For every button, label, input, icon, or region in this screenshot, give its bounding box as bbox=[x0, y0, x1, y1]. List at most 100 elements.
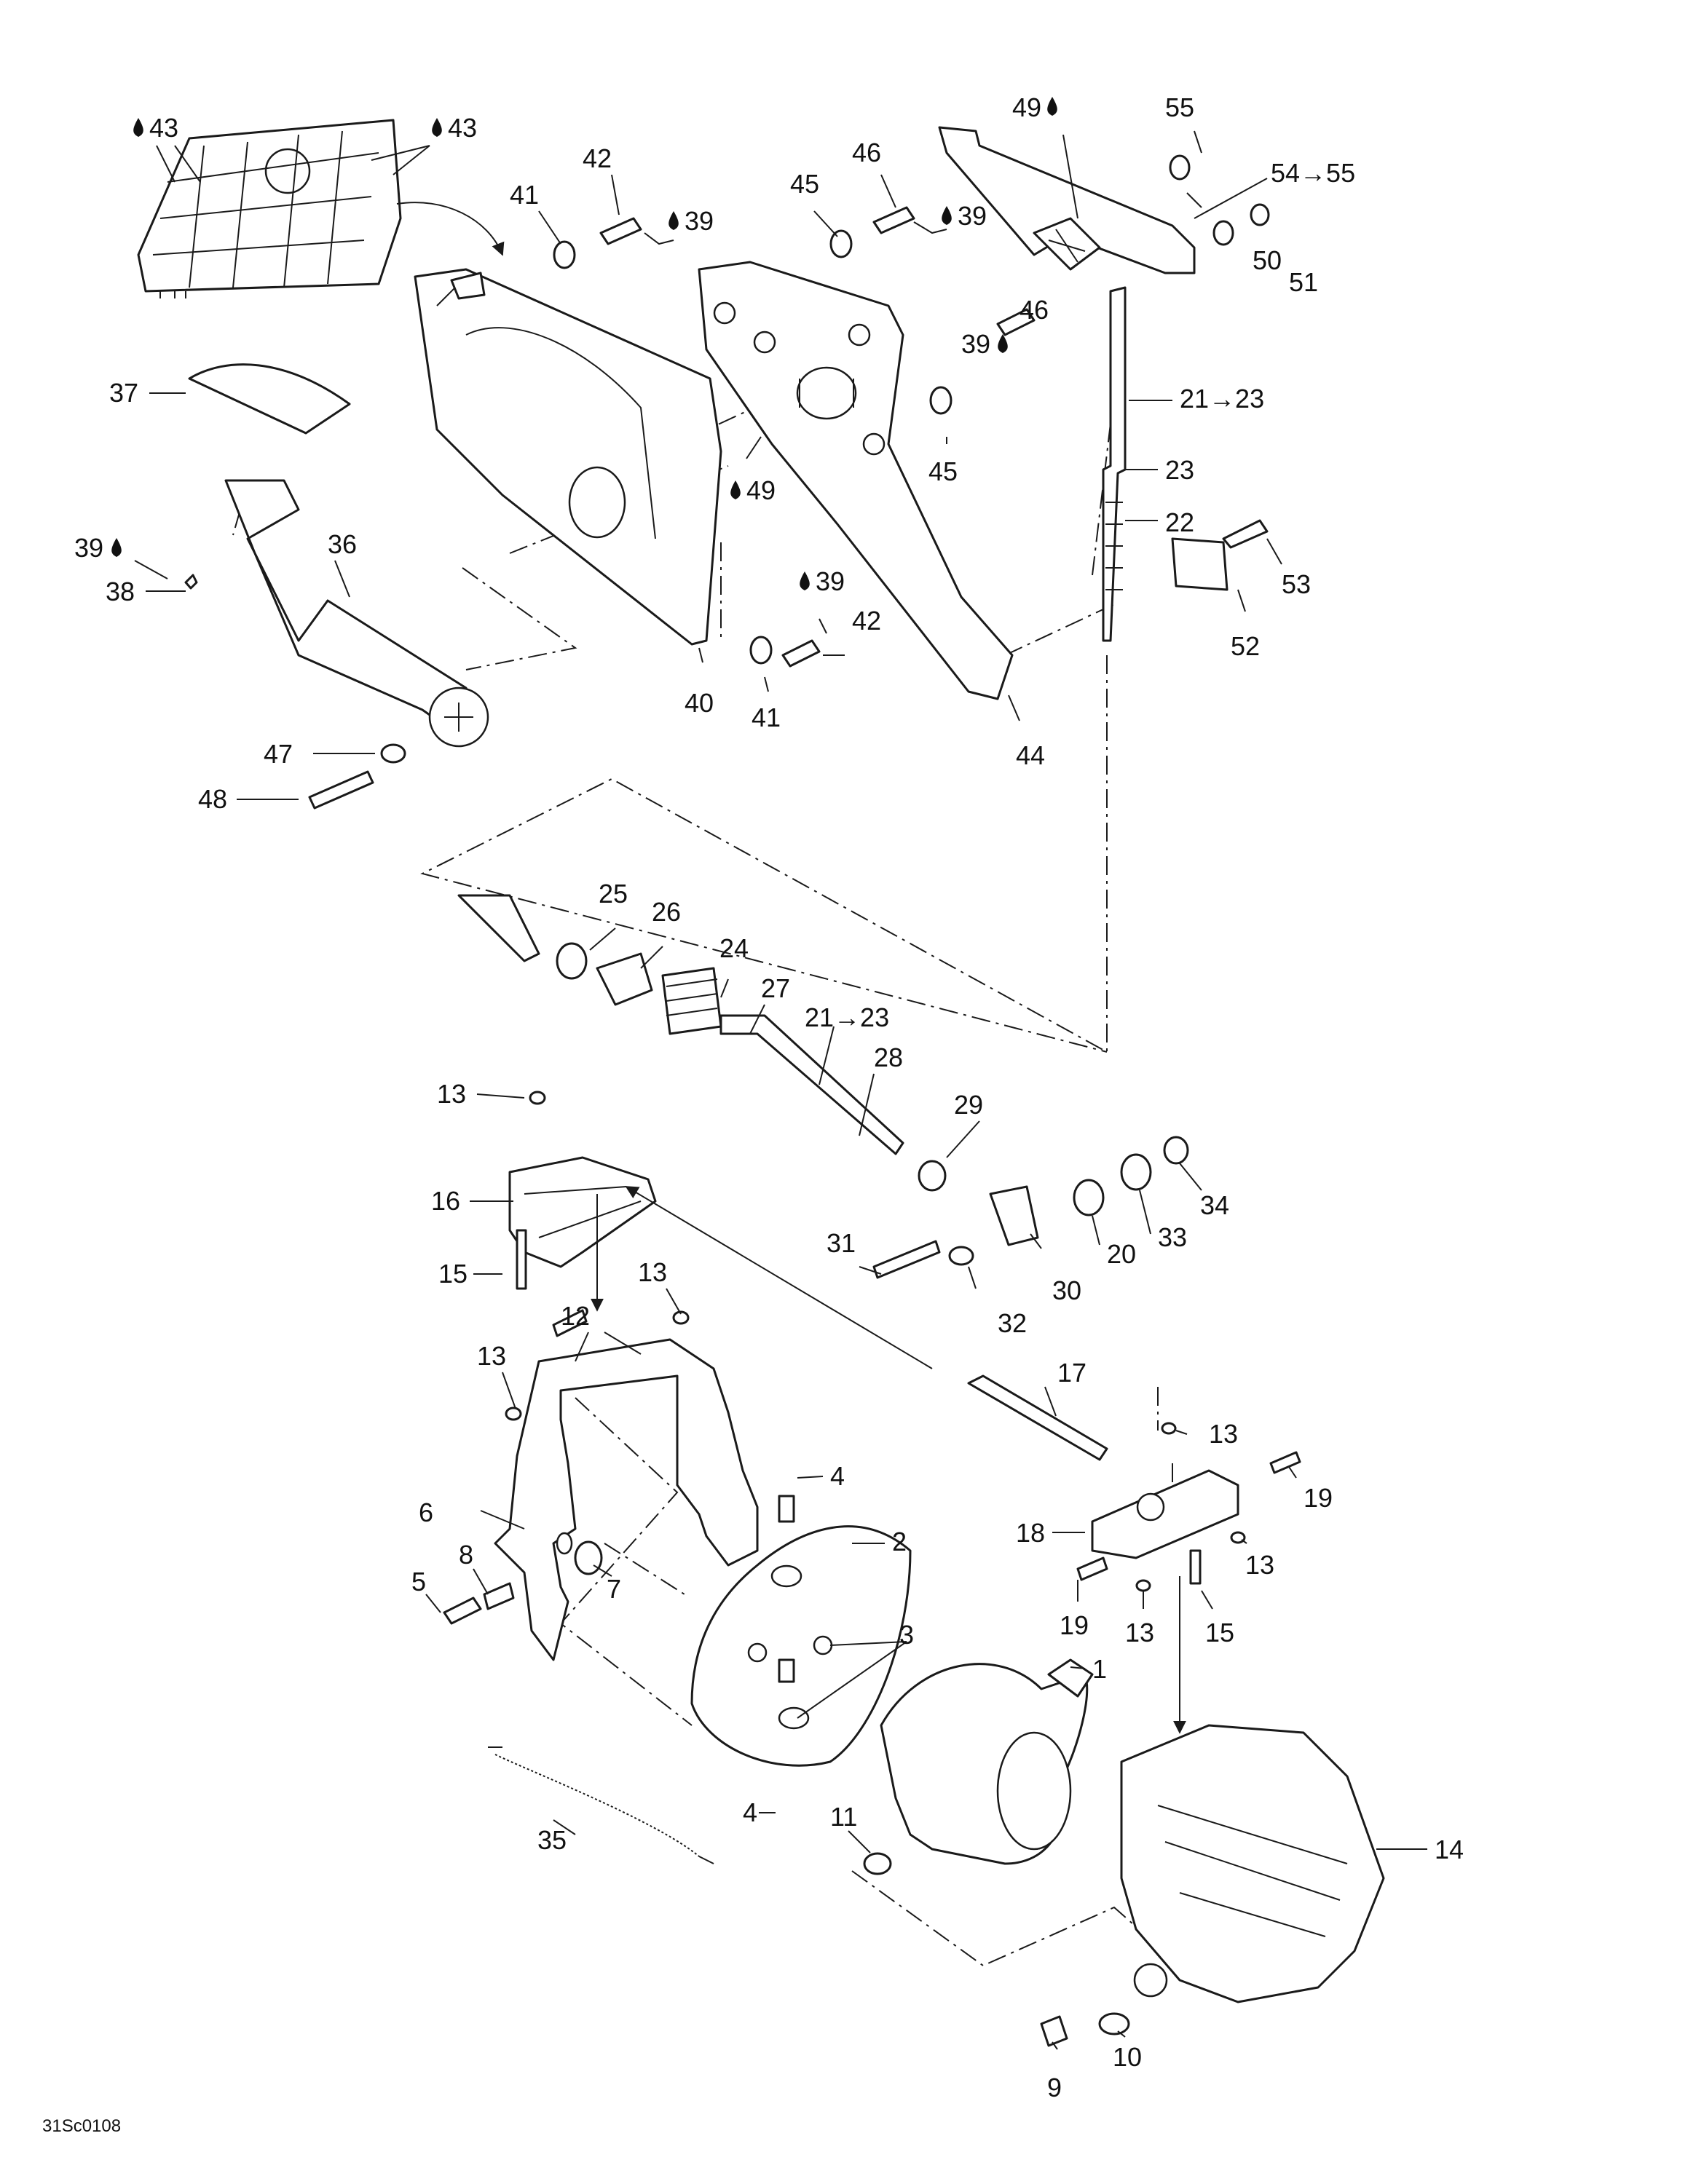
callout-51: 51 bbox=[1289, 267, 1318, 297]
nozzle-part-1 bbox=[880, 1658, 1094, 1865]
callout-46a: 46 bbox=[852, 138, 881, 167]
callout-43a: 43 bbox=[133, 113, 178, 143]
support-plate-part-44 bbox=[698, 261, 1014, 700]
callout-43b: 43 bbox=[432, 113, 477, 143]
callout-4a: 4 bbox=[830, 1461, 845, 1491]
callout-21-23b: 21→23 bbox=[805, 1002, 889, 1032]
callout-38: 38 bbox=[106, 577, 135, 606]
svg-text:39: 39 bbox=[685, 206, 714, 236]
callout-21-23a: 21→23 bbox=[1180, 384, 1264, 414]
callout-13c: 13 bbox=[477, 1341, 506, 1371]
callout-53: 53 bbox=[1282, 569, 1311, 599]
callout-27: 27 bbox=[761, 973, 790, 1003]
callout-13f: 13 bbox=[1125, 1618, 1154, 1647]
callout-39c: 39 bbox=[961, 329, 1008, 359]
bracket-part-16 bbox=[508, 1156, 657, 1268]
callout-13b: 13 bbox=[638, 1257, 667, 1287]
callout-28: 28 bbox=[874, 1042, 903, 1072]
lever-part-18 bbox=[1091, 1469, 1239, 1559]
callout-18: 18 bbox=[1016, 1518, 1045, 1548]
callout-34: 34 bbox=[1200, 1190, 1229, 1220]
diagram-code: 31Sc0108 bbox=[42, 2116, 121, 2136]
svg-text:49: 49 bbox=[746, 475, 776, 505]
callout-50: 50 bbox=[1253, 245, 1282, 275]
callout-16: 16 bbox=[431, 1186, 460, 1216]
callout-9: 9 bbox=[1047, 2073, 1062, 2102]
callout-6: 6 bbox=[419, 1497, 433, 1527]
callout-36: 36 bbox=[328, 529, 357, 559]
callout-13e: 13 bbox=[1245, 1550, 1274, 1580]
callout-47: 47 bbox=[264, 739, 293, 769]
svg-text:49: 49 bbox=[1012, 92, 1041, 122]
callout-46b: 46 bbox=[1019, 295, 1049, 325]
callout-45a: 45 bbox=[790, 169, 819, 199]
svg-text:43: 43 bbox=[149, 113, 178, 143]
callout-40: 40 bbox=[685, 688, 714, 718]
callout-54-55: 54→55 bbox=[1271, 158, 1355, 188]
callout-19b: 19 bbox=[1060, 1610, 1089, 1640]
callout-15a: 15 bbox=[438, 1259, 468, 1289]
callout-19a: 19 bbox=[1304, 1483, 1333, 1513]
callout-2: 2 bbox=[892, 1527, 907, 1556]
callout-23: 23 bbox=[1165, 455, 1194, 485]
shaft-assembly bbox=[457, 894, 1189, 1279]
callout-33: 33 bbox=[1158, 1222, 1187, 1252]
callout-35: 35 bbox=[537, 1825, 567, 1855]
callout-leaders bbox=[134, 130, 1427, 2050]
callout-17: 17 bbox=[1057, 1358, 1086, 1388]
callout-37: 37 bbox=[109, 378, 138, 408]
callout-39e: 39 bbox=[800, 566, 845, 596]
svg-text:39: 39 bbox=[961, 329, 990, 359]
callout-8: 8 bbox=[459, 1540, 473, 1570]
callout-3: 3 bbox=[899, 1620, 914, 1650]
callout-29: 29 bbox=[954, 1090, 983, 1120]
callout-14: 14 bbox=[1435, 1835, 1464, 1864]
callout-41b: 41 bbox=[752, 703, 781, 732]
callout-55: 55 bbox=[1165, 92, 1194, 122]
callout-39d: 39 bbox=[74, 533, 122, 563]
pedal-lever-part-36 bbox=[224, 479, 489, 748]
callout-30: 30 bbox=[1052, 1275, 1081, 1305]
callout-4b: 4 bbox=[743, 1797, 757, 1827]
fasteners-lower bbox=[443, 1091, 1301, 2047]
bracket-frame-part-6 bbox=[494, 1338, 759, 1661]
callout-13a: 13 bbox=[437, 1079, 466, 1109]
link-rod-part-17 bbox=[967, 1374, 1108, 1461]
svg-text:39: 39 bbox=[816, 566, 845, 596]
callout-12: 12 bbox=[561, 1301, 590, 1331]
direction-arrows bbox=[591, 1186, 1186, 1734]
callout-5: 5 bbox=[411, 1567, 426, 1597]
callout-39a: 39 bbox=[669, 206, 714, 236]
spring-part-35 bbox=[488, 1746, 714, 1864]
nozzle-housing-part-2 bbox=[690, 1525, 912, 1767]
callout-31: 31 bbox=[827, 1228, 856, 1258]
callout-7: 7 bbox=[607, 1574, 621, 1604]
callout-32: 32 bbox=[998, 1308, 1027, 1338]
cover-housing-part-40 bbox=[414, 268, 722, 646]
grille-cover-part-43 bbox=[137, 119, 505, 298]
callout-22: 22 bbox=[1165, 507, 1194, 537]
callout-24: 24 bbox=[719, 933, 749, 963]
cable-part-21-upper bbox=[1102, 286, 1127, 642]
fasteners-upper bbox=[184, 154, 1270, 810]
callout-41a: 41 bbox=[510, 180, 539, 210]
callout-25: 25 bbox=[599, 879, 628, 909]
callout-1: 1 bbox=[1092, 1654, 1107, 1684]
callout-20: 20 bbox=[1107, 1239, 1136, 1269]
pad-part-37 bbox=[188, 363, 351, 435]
callout-26: 26 bbox=[652, 897, 681, 927]
svg-text:39: 39 bbox=[74, 533, 103, 563]
callout-42b: 42 bbox=[852, 606, 881, 636]
callout-42a: 42 bbox=[583, 143, 612, 173]
callout-11: 11 bbox=[830, 1802, 857, 1832]
callout-52: 52 bbox=[1231, 631, 1260, 661]
svg-text:43: 43 bbox=[448, 113, 477, 143]
callout-49a: 49 bbox=[1012, 92, 1057, 122]
callout-13d: 13 bbox=[1209, 1419, 1238, 1449]
screw-part-53 bbox=[1222, 519, 1269, 549]
callout-15b: 15 bbox=[1205, 1618, 1234, 1647]
callout-44: 44 bbox=[1016, 740, 1045, 770]
plate-part-52 bbox=[1171, 537, 1228, 591]
lever-arm-part-54 bbox=[938, 126, 1196, 274]
